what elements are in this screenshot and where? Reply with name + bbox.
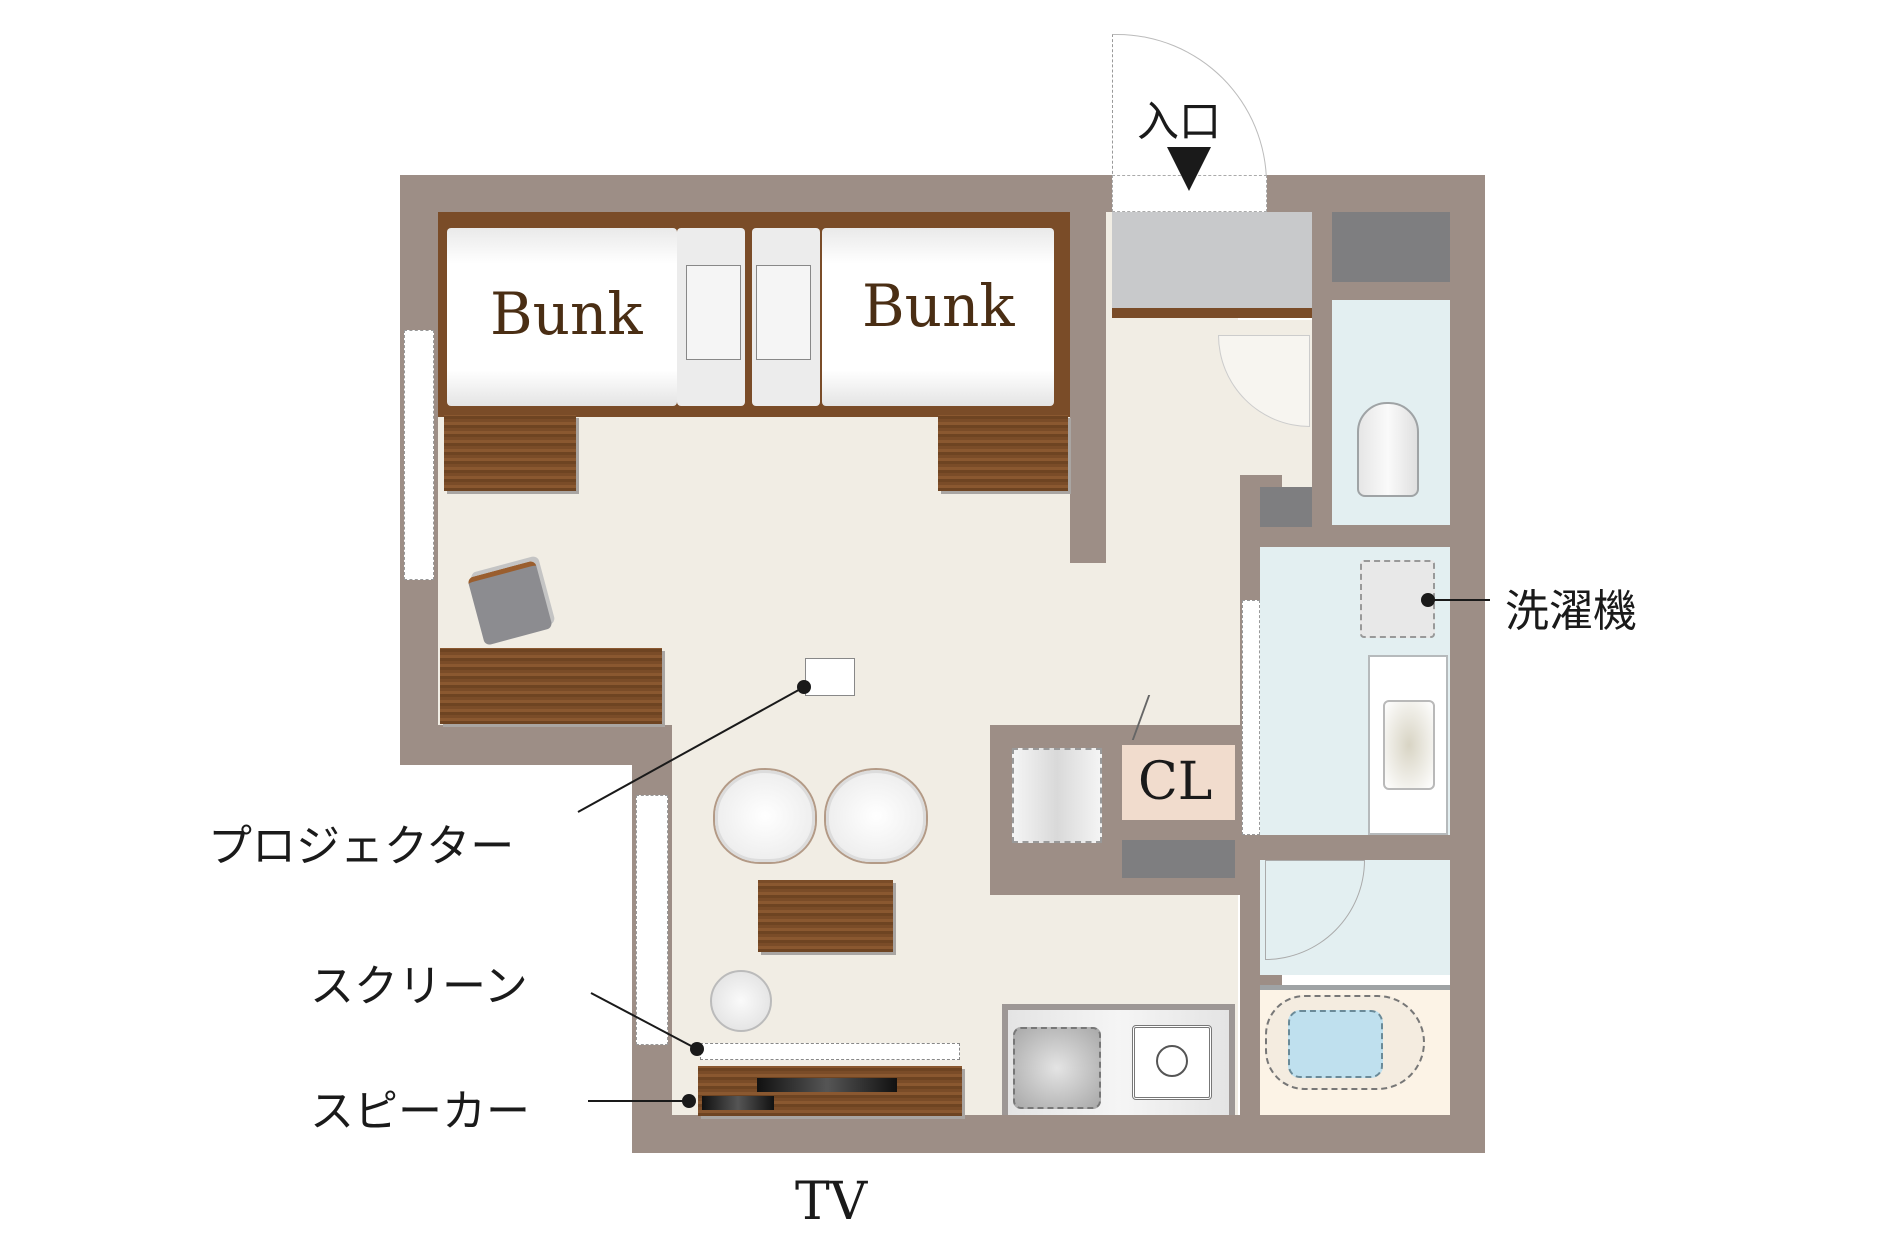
wall-step-horizontal [400, 725, 672, 765]
wall-bottom [632, 1115, 1485, 1153]
bathtub-water [1288, 1010, 1383, 1078]
tv-label: TV [795, 1172, 868, 1232]
window-left-upper [404, 330, 434, 580]
projector-screen [700, 1043, 960, 1060]
closet-label: CL [1138, 752, 1213, 812]
wall-bunk-partition [1070, 175, 1106, 563]
bunk-bed-left[interactable] [447, 228, 677, 406]
screen-label: スクリーン [310, 961, 528, 1012]
speaker-label: スピーカー [310, 1086, 530, 1137]
bunk-pillow-left [686, 265, 741, 360]
window-washroom [1242, 600, 1260, 835]
screen-callout-dot [690, 1042, 704, 1056]
projector-label: プロジェクター [208, 821, 515, 872]
wall-toilet-bottom [1240, 525, 1485, 547]
tv-icon [757, 1078, 897, 1092]
speaker-callout-dot [682, 1094, 696, 1108]
armchair-right [826, 770, 926, 862]
window-left-lower [636, 795, 668, 1045]
shoe-storage-rail [1112, 308, 1312, 318]
wall-top [400, 175, 1485, 212]
bunk-drawer-right [938, 415, 1068, 491]
small-storage [1260, 487, 1312, 527]
projector-icon [805, 658, 855, 696]
wall-storage-shelf [1332, 280, 1450, 300]
bunk-drawer-left [444, 415, 576, 491]
bunk-right-label: Bunk [862, 272, 1015, 340]
armchair-left [715, 770, 815, 862]
upper-storage [1332, 212, 1450, 282]
stove-burner-icon [1156, 1045, 1188, 1077]
shoe-storage [1112, 212, 1312, 310]
refrigerator-icon [1012, 748, 1102, 843]
bunk-bed-right[interactable] [822, 228, 1054, 406]
wall-right [1450, 175, 1485, 1153]
coffee-table [758, 880, 893, 952]
speaker-icon [702, 1096, 774, 1110]
closet[interactable] [1122, 745, 1235, 820]
desk [440, 648, 662, 724]
kitchen-sink-icon [1013, 1027, 1101, 1109]
wall-laundry-bottom [1240, 835, 1485, 860]
toilet-icon [1357, 402, 1419, 497]
closet-storage [1122, 840, 1235, 878]
washbasin-icon [1383, 700, 1435, 790]
wall-toilet-left [1312, 175, 1332, 535]
entrance-arrow-icon [1167, 147, 1211, 191]
washing-machine-label: 洗濯機 [1505, 586, 1637, 637]
bunk-left-label: Bunk [490, 280, 643, 348]
side-table [710, 970, 772, 1032]
entrance-label: 入口 [1137, 97, 1222, 146]
bunk-pillow-right [756, 265, 811, 360]
washing-machine-callout-dot [1421, 593, 1435, 607]
